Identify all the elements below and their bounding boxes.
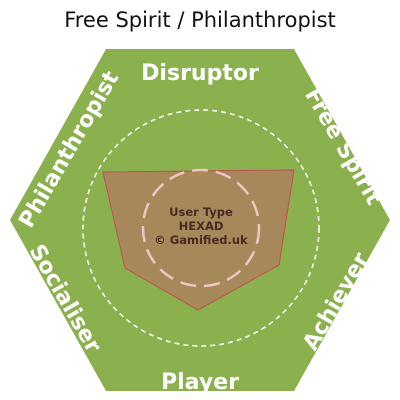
- user-profile-shape: [102, 169, 295, 311]
- center-text-line1: User Type: [169, 205, 233, 219]
- inner-dashed-circle: [141, 168, 261, 288]
- center-text-line3: © Gamified.uk: [154, 233, 248, 247]
- outer-dashed-circle: [82, 109, 320, 347]
- center-text-line2: HEXAD: [179, 219, 224, 233]
- label-player: Player: [161, 370, 239, 395]
- page-title: Free Spirit / Philanthropist: [64, 8, 336, 32]
- label-disruptor: Disruptor: [141, 61, 259, 86]
